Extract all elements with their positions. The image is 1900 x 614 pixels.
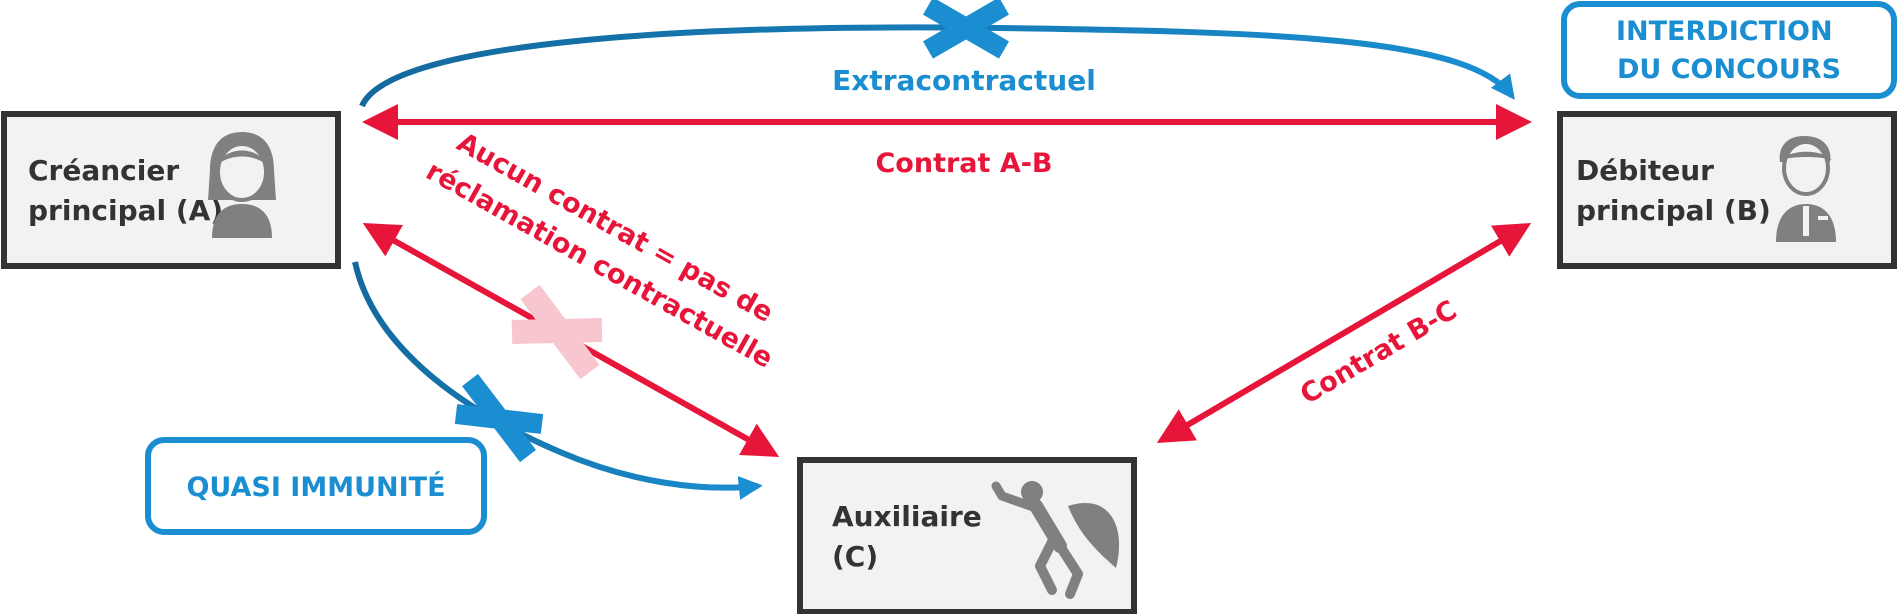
contract-ab-label: Contrat A-B xyxy=(875,148,1052,179)
interdiction-callout: INTERDICTION DU CONCOURS xyxy=(1561,1,1897,99)
creditor-label: Créancier principal (A) xyxy=(28,154,223,227)
superhero-icon xyxy=(991,481,1120,599)
debtor-label: Débiteur principal (B) xyxy=(1576,154,1771,227)
no-contract-label: Aucun contrat = pas de réclamation contr… xyxy=(421,121,798,375)
blocked-cross-icon xyxy=(511,284,603,380)
auxiliary-box: Auxiliaire (C) xyxy=(797,457,1137,614)
debtor-box: Débiteur principal (B) xyxy=(1557,111,1897,269)
extracontractual-label: Extracontractuel xyxy=(832,64,1096,97)
businessman-avatar-icon xyxy=(1776,136,1836,242)
blocked-cross-icon xyxy=(454,373,544,463)
creditor-box: Créancier principal (A) xyxy=(1,111,341,269)
contract-bc-arrow xyxy=(1156,222,1532,444)
blocked-cross-icon xyxy=(922,0,1010,59)
quasi-immunity-callout: QUASI IMMUNITÉ xyxy=(145,437,487,535)
quasi-immunity-arrow xyxy=(352,261,763,500)
auxiliary-label: Auxiliaire (C) xyxy=(832,500,992,573)
interdiction-label: INTERDICTION DU CONCOURS xyxy=(1616,16,1842,85)
woman-avatar-icon xyxy=(208,132,276,238)
quasi-immunity-label: QUASI IMMUNITÉ xyxy=(186,471,445,503)
